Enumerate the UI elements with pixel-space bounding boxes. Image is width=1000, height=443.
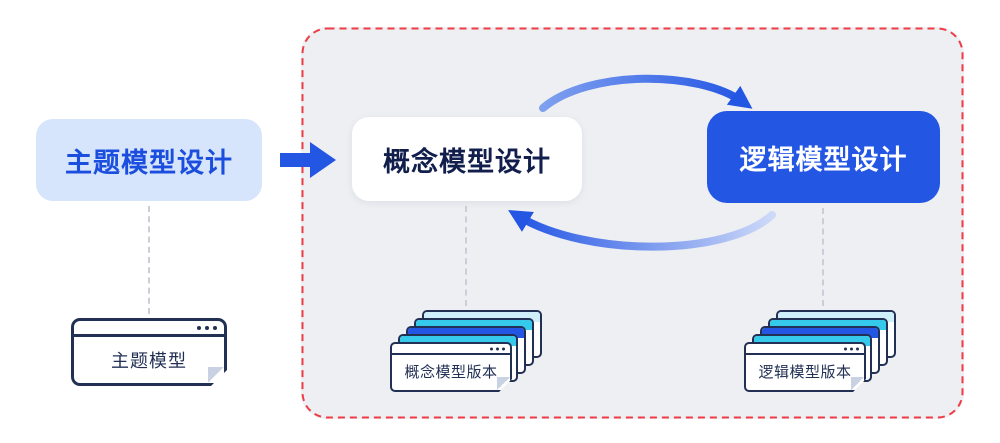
artifact-logic-versions-stack: 逻辑模型版本 (744, 310, 896, 392)
page-fold-icon (851, 377, 864, 390)
artifact-concept-versions-stack: 概念模型版本 (390, 310, 542, 392)
artifact-subject-label: 主题模型 (111, 351, 187, 371)
node-logic-model-design: 逻辑模型设计 (707, 111, 940, 203)
connector-logic-dashed (822, 208, 824, 306)
node-subject-model-design: 主题模型设计 (36, 119, 262, 201)
version-card-front: 概念模型版本 (390, 342, 512, 392)
node-subject-label: 主题模型设计 (65, 147, 233, 178)
page-fold-icon (497, 377, 510, 390)
dashed-border-icon (301, 27, 964, 419)
window-dots-icon (844, 347, 859, 350)
connector-concept-dashed (465, 206, 467, 306)
version-card-front: 逻辑模型版本 (744, 342, 866, 392)
window-titlebar (74, 321, 224, 337)
cycle-arrows-icon (508, 74, 776, 251)
node-concept-label: 概念模型设计 (383, 146, 551, 177)
artifact-logic-label: 逻辑模型版本 (758, 364, 852, 381)
flow-arrow-icon (280, 142, 336, 178)
node-concept-model-design: 概念模型设计 (352, 117, 582, 201)
artifact-subject-model-window: 主题模型 (71, 318, 227, 386)
node-logic-label: 逻辑模型设计 (739, 144, 908, 175)
window-dots-icon (197, 326, 217, 330)
connector-subject-dashed (148, 206, 150, 314)
window-dots-icon (490, 347, 505, 350)
window-titlebar (746, 344, 864, 355)
page-fold-icon (208, 367, 224, 383)
artifact-concept-label: 概念模型版本 (404, 364, 498, 381)
window-titlebar (392, 344, 510, 355)
